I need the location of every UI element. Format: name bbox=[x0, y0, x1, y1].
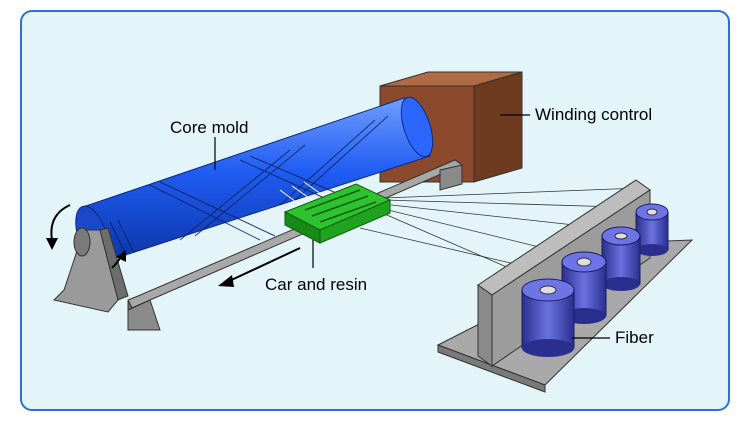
core-mold-label: Core mold bbox=[170, 118, 248, 137]
rotation-arrowhead-icon bbox=[46, 238, 58, 250]
core-mold-mandrel bbox=[75, 96, 434, 265]
fiber-label: Fiber bbox=[615, 328, 654, 347]
fiber-spool bbox=[521, 278, 575, 357]
car-and-resin-label: Car and resin bbox=[265, 275, 367, 294]
rotation-arrowhead-icon bbox=[116, 250, 126, 262]
fiber-spool bbox=[635, 203, 669, 256]
fiber-spools bbox=[521, 203, 669, 357]
winding-control-label: Winding control bbox=[535, 105, 652, 124]
car-and-resin-carriage bbox=[283, 183, 392, 244]
mandrel-end-support bbox=[53, 227, 129, 313]
fiber-band bbox=[279, 181, 325, 206]
fiber-spool bbox=[601, 226, 641, 291]
travel-direction-arrow bbox=[218, 247, 301, 287]
